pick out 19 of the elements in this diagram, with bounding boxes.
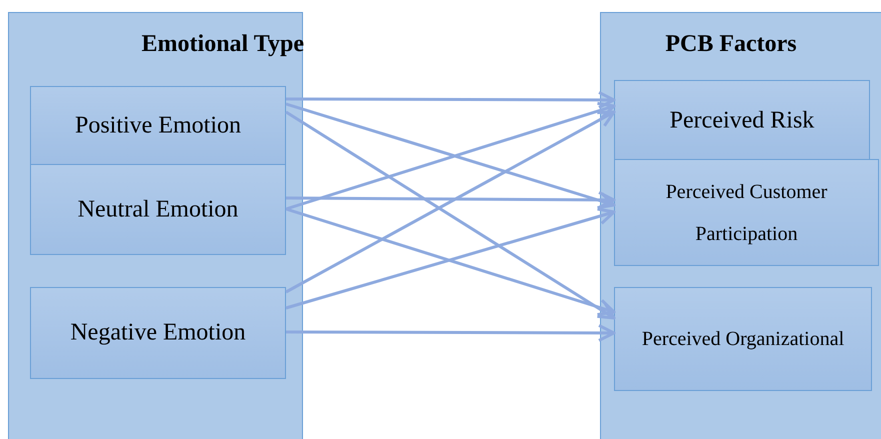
- category-box: [30, 86, 286, 165]
- category-label: Positive Emotion: [74, 112, 242, 139]
- group-panel: [600, 12, 881, 439]
- arrow: [286, 90, 616, 109]
- category-label: Neutral Emotion: [76, 196, 240, 223]
- category-label: Perceived Risk: [668, 108, 816, 134]
- arrow: [286, 190, 616, 209]
- category-box: [614, 159, 879, 266]
- arrow: [286, 324, 616, 342]
- category-label: Perceived Organizational: [640, 327, 846, 352]
- category-box: [614, 80, 870, 162]
- category-box: [30, 287, 286, 379]
- group-panel: [8, 12, 303, 439]
- panel-heading: Emotional Type: [140, 31, 304, 58]
- category-box: [614, 287, 872, 391]
- category-box: [30, 164, 286, 255]
- panel-heading: PCB Factors: [664, 31, 798, 58]
- category-label: Perceived Customer Participation: [664, 180, 828, 246]
- category-label: Negative Emotion: [69, 320, 247, 346]
